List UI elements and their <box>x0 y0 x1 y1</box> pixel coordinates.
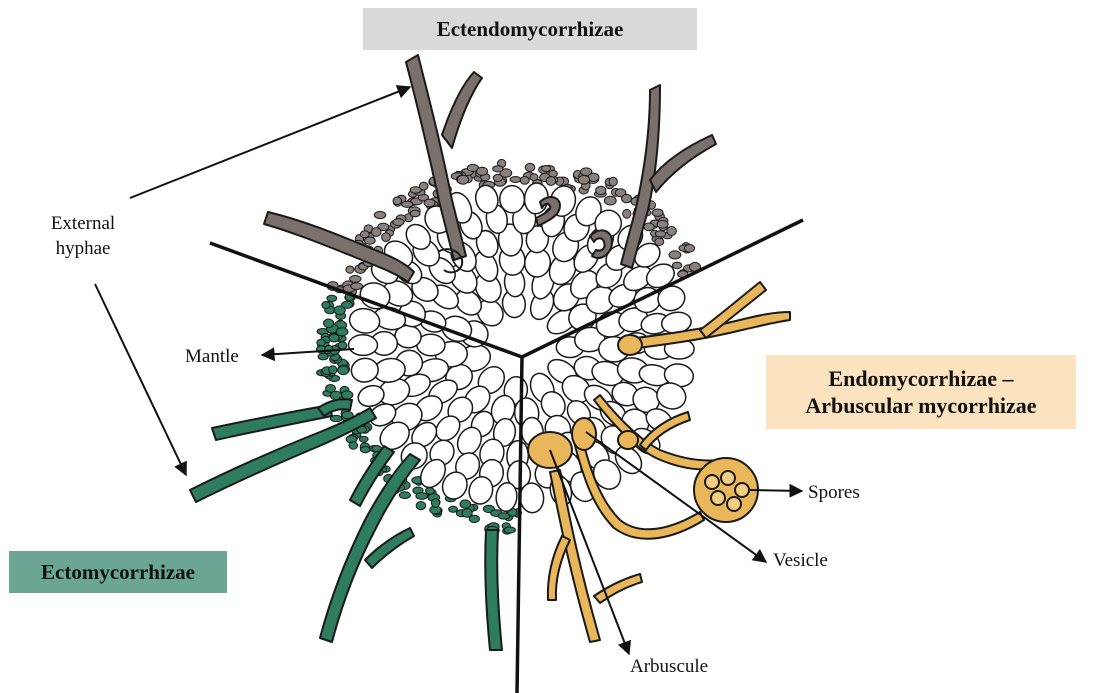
ectendo-cell <box>684 245 694 253</box>
ectendo-cell <box>578 176 589 185</box>
mantle-cell <box>360 447 370 453</box>
ectendo-cell <box>382 233 391 242</box>
root-cell <box>495 482 518 512</box>
ectendomycorrhizae-title-text: Ectendomycorrhizae <box>437 16 624 42</box>
ectendo-cell <box>622 194 632 202</box>
ectendo-cell <box>372 228 382 237</box>
ectendo-cell <box>424 199 435 207</box>
mantle-cell <box>324 319 334 328</box>
ectendo-cell <box>609 177 617 186</box>
ectendo-cell <box>644 223 654 231</box>
mantle-label: Mantle <box>185 345 239 370</box>
mantle-cell <box>416 502 426 510</box>
ectendo-cell <box>623 209 631 218</box>
endomycorrhizae-title-line2: Arbuscular mycorrhizae <box>805 392 1036 420</box>
mantle-cell <box>460 500 471 508</box>
ectendo-cell <box>393 197 402 205</box>
mantle-cell <box>336 328 348 336</box>
ectendo-cell <box>672 262 681 269</box>
endomycorrhizae-title-line1: Endomycorrhizae – <box>805 365 1036 393</box>
mantle-cell <box>318 353 328 360</box>
ectendo-cell <box>419 182 428 190</box>
mantle-cell <box>329 334 339 342</box>
ectendo-cell <box>493 166 503 172</box>
mantle-cell <box>342 301 353 308</box>
ectendo-cell <box>346 266 354 273</box>
root-cell <box>350 356 380 383</box>
mantle-cell <box>329 366 337 374</box>
ectendo-cell <box>581 168 592 176</box>
arbuscule-label: Arbuscule <box>630 655 708 680</box>
ectendo-cell <box>657 221 668 229</box>
ecto-hyphae <box>190 399 502 650</box>
ectendo-cell <box>652 209 663 216</box>
mantle-cell <box>360 436 369 442</box>
ectendo-cell <box>457 175 468 184</box>
mantle-cell <box>327 295 337 301</box>
ectendo-cell <box>669 251 681 259</box>
mantle-cell <box>342 391 353 399</box>
ectomycorrhizae-title-text: Ectomycorrhizae <box>41 559 195 585</box>
ectendo-cell <box>530 174 538 181</box>
ectendo-cell <box>525 163 535 171</box>
ectendo-cell <box>510 177 521 183</box>
ectendo-cell <box>351 283 363 290</box>
ectendo-cell <box>520 177 529 185</box>
vesicle-label: Vesicle <box>773 549 828 574</box>
ectendo-cell <box>542 166 551 172</box>
endomycorrhizae-title: Endomycorrhizae – Arbuscular mycorrhizae <box>766 355 1076 429</box>
ectendo-cell <box>364 237 375 244</box>
ectendo-cell <box>410 210 420 217</box>
mantle-cell <box>399 492 410 499</box>
root-cell <box>348 335 377 356</box>
spore <box>694 458 758 522</box>
ectendo-cell <box>596 186 606 194</box>
mantle-cell <box>317 339 326 346</box>
mantle-cell <box>504 527 515 533</box>
root-cell <box>519 482 544 513</box>
mantle-cell <box>338 366 349 375</box>
ectendo-cell <box>374 211 385 218</box>
ectendo-cell <box>493 174 502 181</box>
external-hyphae-label: External hyphae <box>38 212 128 261</box>
mantle-cell <box>431 499 439 508</box>
ectendo-cell <box>477 167 488 175</box>
mantle-cell <box>462 509 472 517</box>
mantle-cell <box>349 442 358 449</box>
mantle-cell <box>449 506 458 512</box>
ectendo-cell <box>604 196 616 205</box>
mantle-cell <box>322 302 330 309</box>
mantle-cell <box>416 493 428 500</box>
ectendo-cell <box>655 231 665 237</box>
ectendo-cell <box>546 177 555 186</box>
ectendo-cell <box>393 219 404 226</box>
mantle-cell <box>426 488 435 495</box>
ectendo-cell <box>667 227 677 236</box>
ectendomycorrhizae-title: Ectendomycorrhizae <box>363 8 697 50</box>
mantle-cell <box>326 385 336 393</box>
spores-label: Spores <box>808 481 860 506</box>
ectomycorrhizae-title: Ectomycorrhizae <box>9 551 227 593</box>
